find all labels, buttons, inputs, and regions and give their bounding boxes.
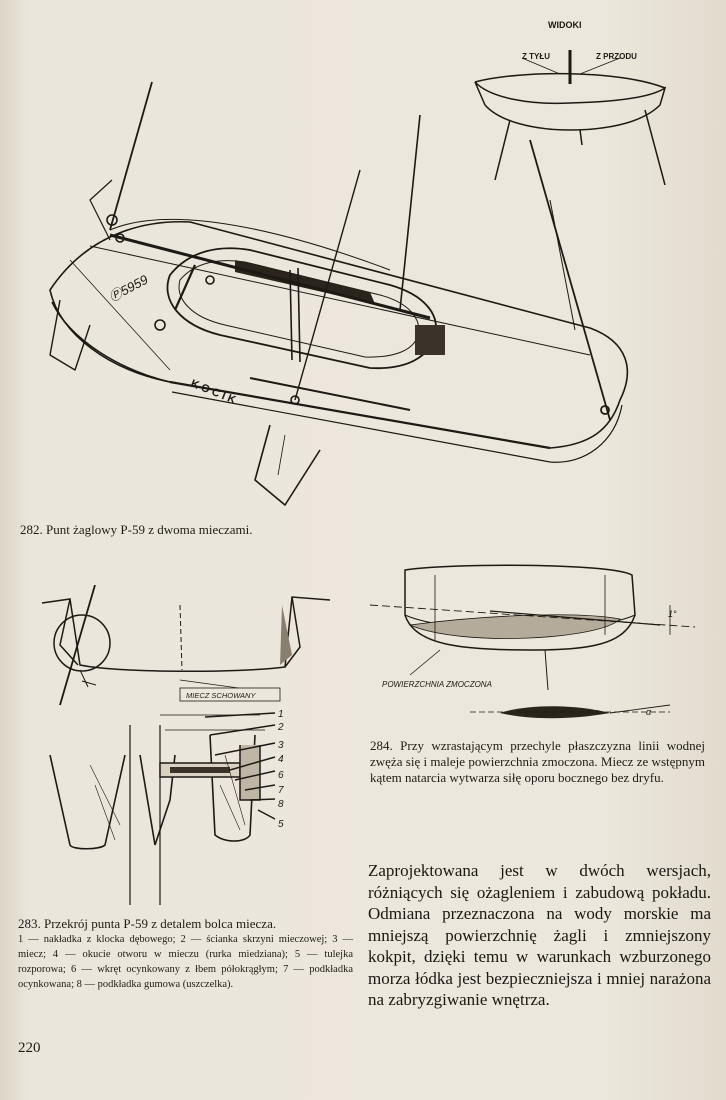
figure-282-drawing: KOCIK Ⓟ5959 — [49, 81, 629, 506]
figure-282-caption: 282. Punt żaglowy P-59 z dwoma mieczami. — [20, 522, 253, 537]
body-paragraph: Zaprojektowana jest w dwóch wersjach, ró… — [368, 861, 711, 1009]
angle-label-2: α — [646, 707, 652, 717]
figure-282-forestay — [529, 139, 611, 421]
figure-283-caption-legend: 1 — nakładka z klocka dębowego; 2 — ścia… — [18, 934, 353, 990]
page-number: 220 — [18, 1040, 41, 1056]
wetted-surface-label: POWIERZCHNIA ZMOCZONA — [382, 680, 492, 689]
figure-283-drawing: MIECZ SCHOWANY 1 2 3 4 6 7 8 5 — [41, 585, 331, 905]
hull-name-label: KOCIK — [189, 378, 240, 408]
views-title: WIDOKI — [548, 20, 582, 30]
angle-label-1: 1° — [668, 609, 677, 619]
sail-mark-label: Ⓟ5959 — [106, 272, 150, 305]
figure-284-caption: 284. Przy wzrastającym przechyle płaszcz… — [370, 738, 705, 785]
part-number-4: 4 — [278, 754, 284, 765]
figure-283-caption-title: 283. Przekrój punta P-59 z detalem bolca… — [18, 916, 277, 931]
part-number-1: 1 — [278, 709, 284, 720]
part-number-2: 2 — [277, 722, 284, 733]
part-number-6: 6 — [278, 770, 284, 781]
figure-284-drawing: POWIERZCHNIA ZMOCZONA 1° α — [370, 564, 696, 719]
views-rear-label: Z TYŁU — [522, 52, 550, 61]
part-number-5: 5 — [278, 819, 284, 830]
part-number-3: 3 — [278, 740, 284, 751]
part-number-7: 7 — [278, 785, 284, 796]
views-front-label: Z PRZODU — [596, 52, 637, 61]
views-drawing: WIDOKI Z TYŁU Z PRZODU — [474, 20, 667, 185]
figure-283-caption: 283. Przekrój punta P-59 z detalem bolca… — [18, 916, 353, 992]
hidden-board-label: MIECZ SCHOWANY — [186, 691, 256, 700]
part-number-8: 8 — [278, 799, 284, 810]
